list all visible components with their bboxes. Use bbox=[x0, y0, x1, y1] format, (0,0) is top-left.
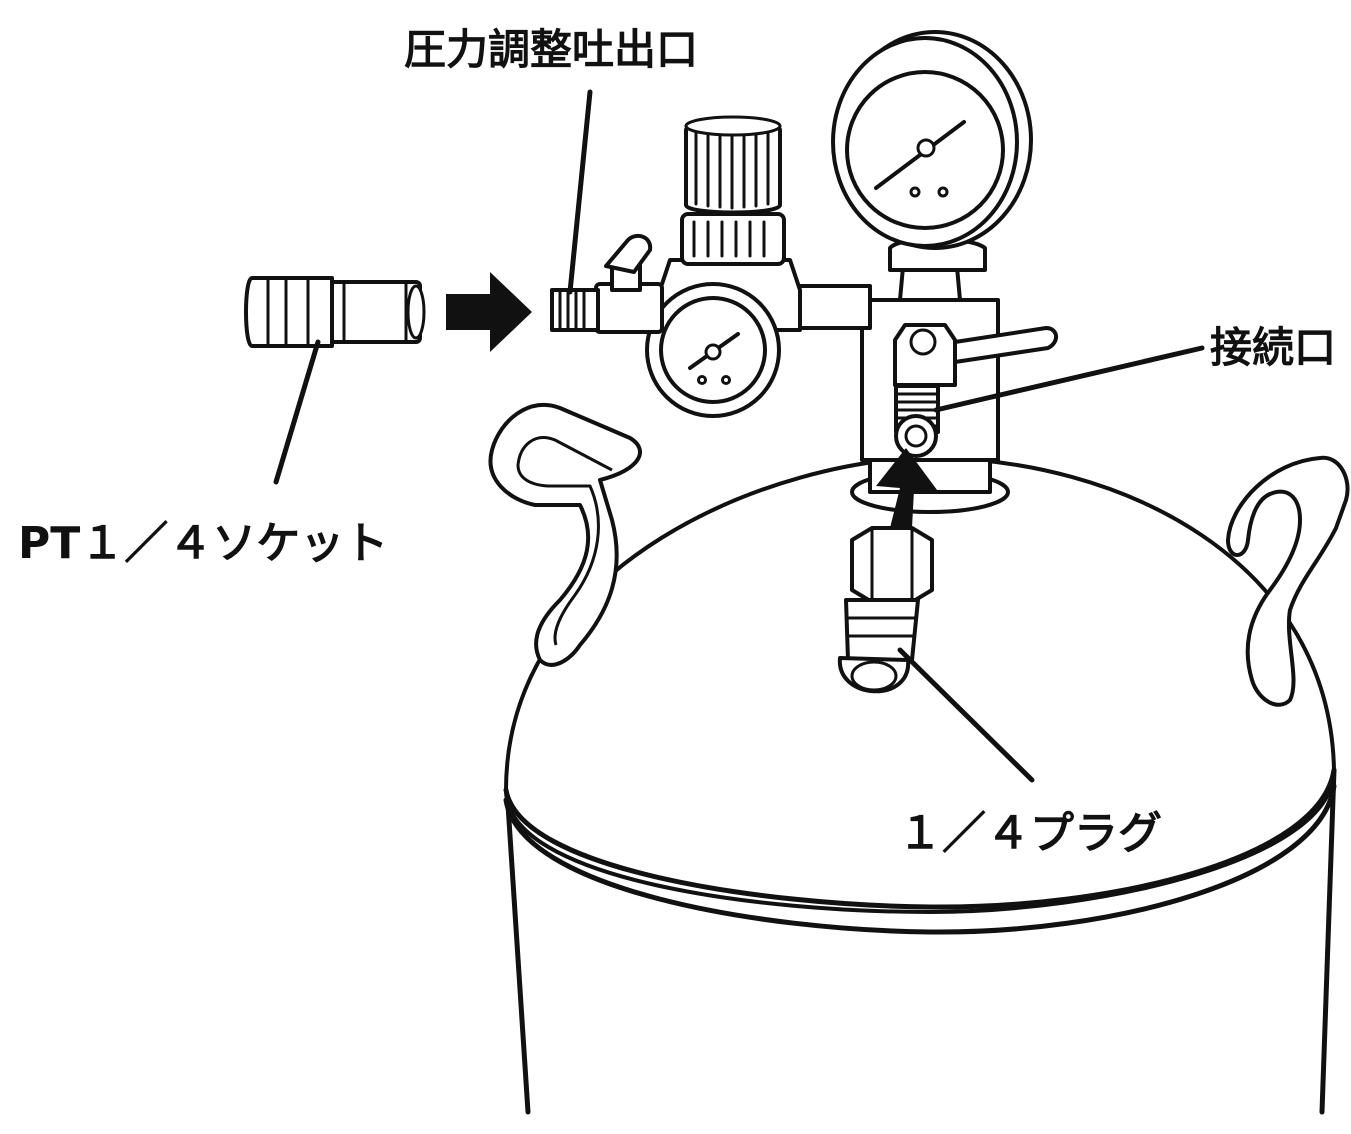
tank-rim-band-inner bbox=[503, 767, 1337, 910]
pressure-regulator bbox=[550, 115, 872, 418]
arrows bbox=[446, 272, 940, 528]
valve-lever-pivot bbox=[909, 328, 937, 356]
regulator-gauge-dot bbox=[697, 375, 707, 385]
tank-rim-band bbox=[503, 783, 1337, 935]
tank-gauge-dot bbox=[909, 186, 921, 198]
tank-left-handle bbox=[488, 402, 642, 667]
leader-pt-socket bbox=[273, 339, 321, 485]
label-connection-port: 接続口 bbox=[1210, 323, 1336, 372]
labels: 圧力調整吐出口 接続口 PT１／４ソケット １／４プラグ bbox=[18, 25, 1336, 859]
plug-body bbox=[844, 598, 920, 662]
pt-socket-sleeve-rings bbox=[266, 276, 310, 348]
label-plug: １／４プラグ bbox=[898, 808, 1162, 859]
tank-pressure-gauge bbox=[831, 30, 1033, 302]
leader-pressure-outlet bbox=[567, 89, 593, 295]
pt-socket-hex-edges bbox=[342, 280, 408, 344]
regulator-gauge-hub bbox=[704, 343, 722, 361]
tank-right-handle bbox=[1226, 455, 1350, 707]
leader-connection-port bbox=[933, 345, 1205, 413]
valve-lever bbox=[953, 326, 1058, 364]
arrow-right-icon bbox=[446, 272, 532, 352]
tank-left-handle-inner bbox=[516, 436, 613, 646]
plug-hex bbox=[850, 526, 934, 604]
plug-hex-edges bbox=[870, 526, 914, 604]
label-pt-socket: PT１／４ソケット bbox=[18, 518, 388, 569]
pt-socket-sleeve bbox=[244, 276, 334, 348]
plug-part bbox=[837, 526, 934, 694]
plug-tip-opening bbox=[850, 660, 898, 692]
pressure-outlet-threads bbox=[558, 290, 586, 330]
leader-lines bbox=[273, 89, 1205, 783]
regulator-knob-grip bbox=[694, 126, 770, 210]
connection-port-threads bbox=[894, 392, 940, 428]
outlet-valve-handle bbox=[604, 233, 653, 274]
connection-port-hole bbox=[904, 424, 928, 448]
label-pressure-outlet: 圧力調整吐出口 bbox=[404, 25, 698, 74]
tank-valve-assembly bbox=[850, 298, 1058, 514]
tank-gauge-hub bbox=[916, 138, 936, 158]
regulator-knob-top bbox=[684, 115, 782, 137]
leader-plug bbox=[897, 647, 1035, 783]
pt-socket-opening bbox=[406, 284, 426, 340]
regulator-bonnet bbox=[680, 212, 786, 266]
regulator-bonnet-ribs bbox=[692, 220, 766, 258]
tank-right-wall bbox=[1319, 767, 1337, 1115]
tank-left-wall bbox=[505, 802, 531, 1115]
plug-body-rings bbox=[846, 616, 918, 638]
pt-socket-part bbox=[244, 276, 426, 348]
tank-dome bbox=[504, 456, 1336, 914]
regulator-gauge-dot bbox=[721, 375, 731, 385]
tank-gauge-dot bbox=[937, 186, 949, 198]
tank bbox=[488, 402, 1350, 1115]
arrow-up-icon bbox=[876, 448, 940, 528]
